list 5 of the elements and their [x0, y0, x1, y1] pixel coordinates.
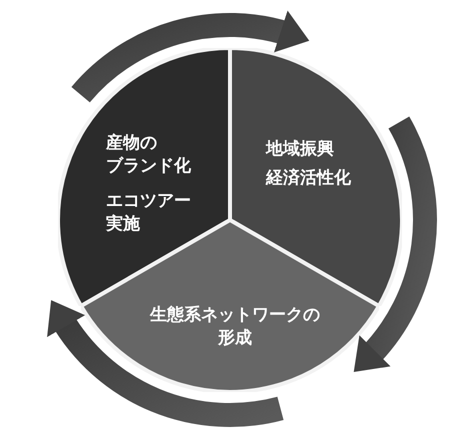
sector-label: エコツアー実施: [106, 190, 192, 236]
sector-label: 産物のブランド化: [106, 132, 192, 178]
sector-label: 地域振興: [266, 138, 335, 161]
sector-label: 経済活性化: [266, 166, 351, 190]
sector-label: 生態系ネットワークの形成: [148, 304, 321, 350]
